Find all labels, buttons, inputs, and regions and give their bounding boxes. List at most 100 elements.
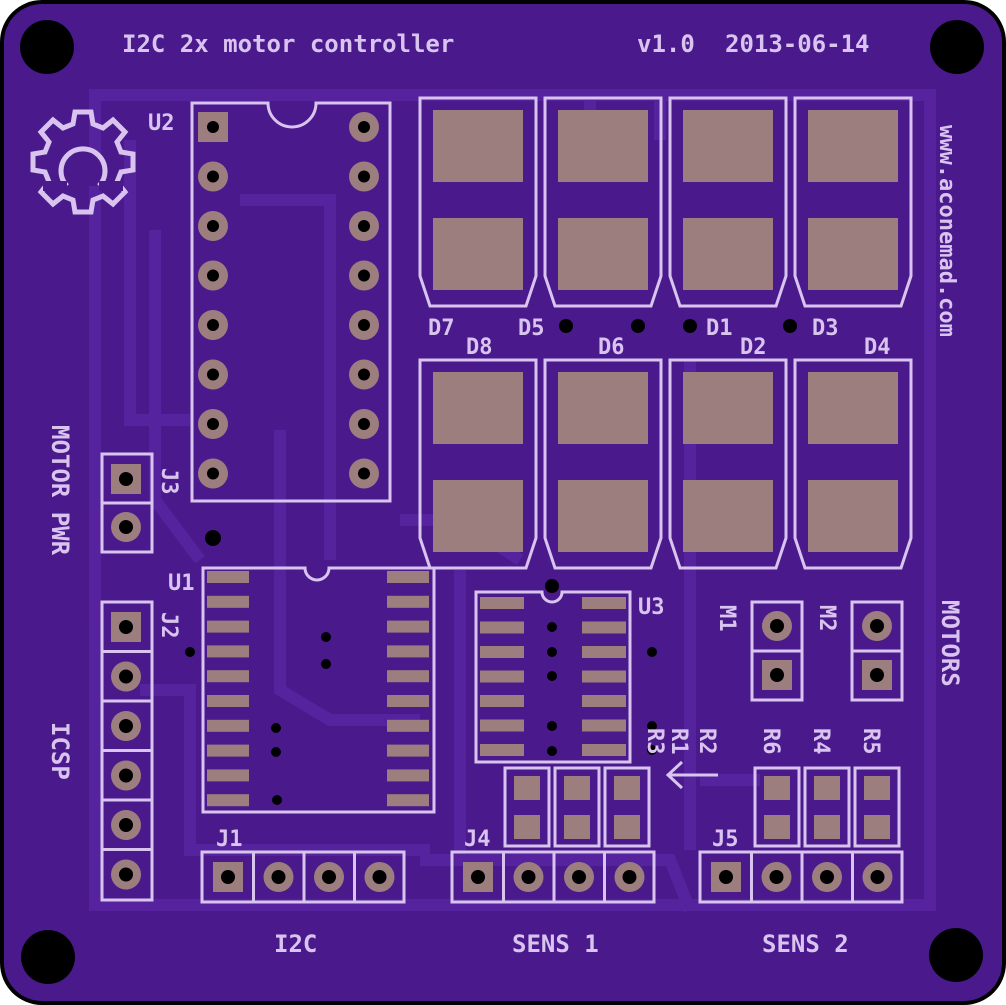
- diode: [418, 96, 538, 308]
- website-url: www.aconemad.com: [934, 125, 959, 337]
- resistor-pad: [564, 776, 590, 800]
- u3-pad: [582, 597, 626, 609]
- j2-label: J2: [156, 612, 181, 639]
- diode: [668, 358, 788, 570]
- u3-pad: [480, 744, 524, 756]
- d4-label: D4: [864, 335, 891, 360]
- resistor-pad: [564, 815, 590, 839]
- diode-pad: [808, 110, 898, 182]
- resistor: [603, 766, 651, 848]
- r3-label: R3: [642, 728, 667, 755]
- resistor-pad: [764, 776, 790, 800]
- resistor: [803, 766, 851, 848]
- u1-pad: [387, 719, 429, 732]
- u1-pad: [387, 595, 429, 608]
- sens2-label: SENS 2: [762, 930, 849, 958]
- m1-label: M1: [714, 605, 739, 632]
- j1-label: J1: [216, 827, 243, 852]
- motors-label: MOTORS: [936, 600, 964, 687]
- u1-pad: [207, 595, 249, 608]
- u1-pad: [387, 744, 429, 757]
- diode: [418, 358, 538, 570]
- r2-label: R2: [694, 728, 719, 755]
- diode-pad: [558, 110, 648, 182]
- u1-pad: [207, 794, 249, 807]
- j1-connector: [200, 850, 406, 904]
- diode-pad: [558, 372, 648, 444]
- diode: [793, 358, 913, 570]
- mount-hole-top-left: [20, 20, 74, 74]
- board-version: v1.0: [637, 30, 695, 58]
- u1-soic: U1: [168, 566, 436, 814]
- u3-label: U3: [638, 595, 665, 620]
- u3-pad: [480, 621, 524, 634]
- diode-pad: [433, 110, 523, 182]
- resistor-pad: [614, 776, 640, 800]
- u1-pad: [207, 744, 249, 757]
- diode: [668, 96, 788, 308]
- resistor-pad: [864, 776, 890, 800]
- u3-pad: [480, 719, 524, 732]
- r1-label: R1: [666, 728, 691, 755]
- resistor: [753, 766, 801, 848]
- u3-pad: [480, 597, 524, 609]
- diode-pad: [808, 372, 898, 444]
- u1-pad: [387, 571, 429, 583]
- m2-label: M2: [814, 605, 839, 632]
- diode: [543, 96, 663, 308]
- resistor-pad: [514, 815, 540, 839]
- board-date: 2013-06-14: [725, 30, 870, 58]
- board-title: I2C 2x motor controller: [122, 30, 454, 58]
- diode-pad: [683, 218, 773, 290]
- u3-pad: [582, 719, 626, 732]
- j3-label: J3: [156, 468, 181, 495]
- u2-dip16: U2: [148, 101, 392, 503]
- r5-label: R5: [858, 728, 883, 755]
- j4-label: J4: [464, 827, 491, 852]
- u1-pad: [207, 620, 249, 633]
- u1-pad: [387, 695, 429, 707]
- u1-label: U1: [168, 571, 195, 596]
- r6-label: R6: [758, 728, 783, 755]
- d8-label: D8: [466, 335, 493, 360]
- u1-pad: [387, 769, 429, 782]
- d5-label: D5: [518, 316, 545, 341]
- u3-pad: [480, 670, 524, 683]
- resistor-pad: [614, 815, 640, 839]
- u3-pad: [582, 744, 626, 756]
- u1-pad: [207, 769, 249, 782]
- diode-pad: [433, 480, 523, 552]
- motor-pwr-label: MOTOR PWR: [46, 425, 74, 556]
- u1-pad: [207, 695, 249, 707]
- resistor-pad: [814, 815, 840, 839]
- j5-connector: [698, 850, 904, 904]
- mount-hole-bottom-left: [21, 930, 75, 984]
- j4-connector: [450, 850, 656, 904]
- u2-label: U2: [148, 111, 175, 136]
- diode-pad: [683, 110, 773, 182]
- d6-label: D6: [598, 335, 625, 360]
- u1-pad: [207, 571, 249, 583]
- diode: [793, 96, 913, 308]
- resistor-pad: [864, 815, 890, 839]
- r4-label: R4: [808, 728, 833, 755]
- u3-pad: [480, 646, 524, 658]
- diode-pad: [558, 218, 648, 290]
- mounting-holes: [20, 20, 984, 984]
- d2-label: D2: [740, 335, 767, 360]
- diode-pad: [433, 372, 523, 444]
- diode: [543, 358, 663, 570]
- resistor: [853, 766, 901, 848]
- diode-pad: [808, 218, 898, 290]
- u3-pad: [582, 621, 626, 634]
- u1-pad: [387, 794, 429, 807]
- mount-hole-top-right: [930, 20, 984, 74]
- resistor-pad: [514, 776, 540, 800]
- u3-pad: [582, 646, 626, 658]
- m2-connector: M2: [814, 600, 904, 702]
- d7-label: D7: [428, 316, 455, 341]
- open-source-hardware-gear-icon: [30, 109, 136, 215]
- d3-label: D3: [812, 316, 839, 341]
- u3-soic: U3: [474, 590, 665, 764]
